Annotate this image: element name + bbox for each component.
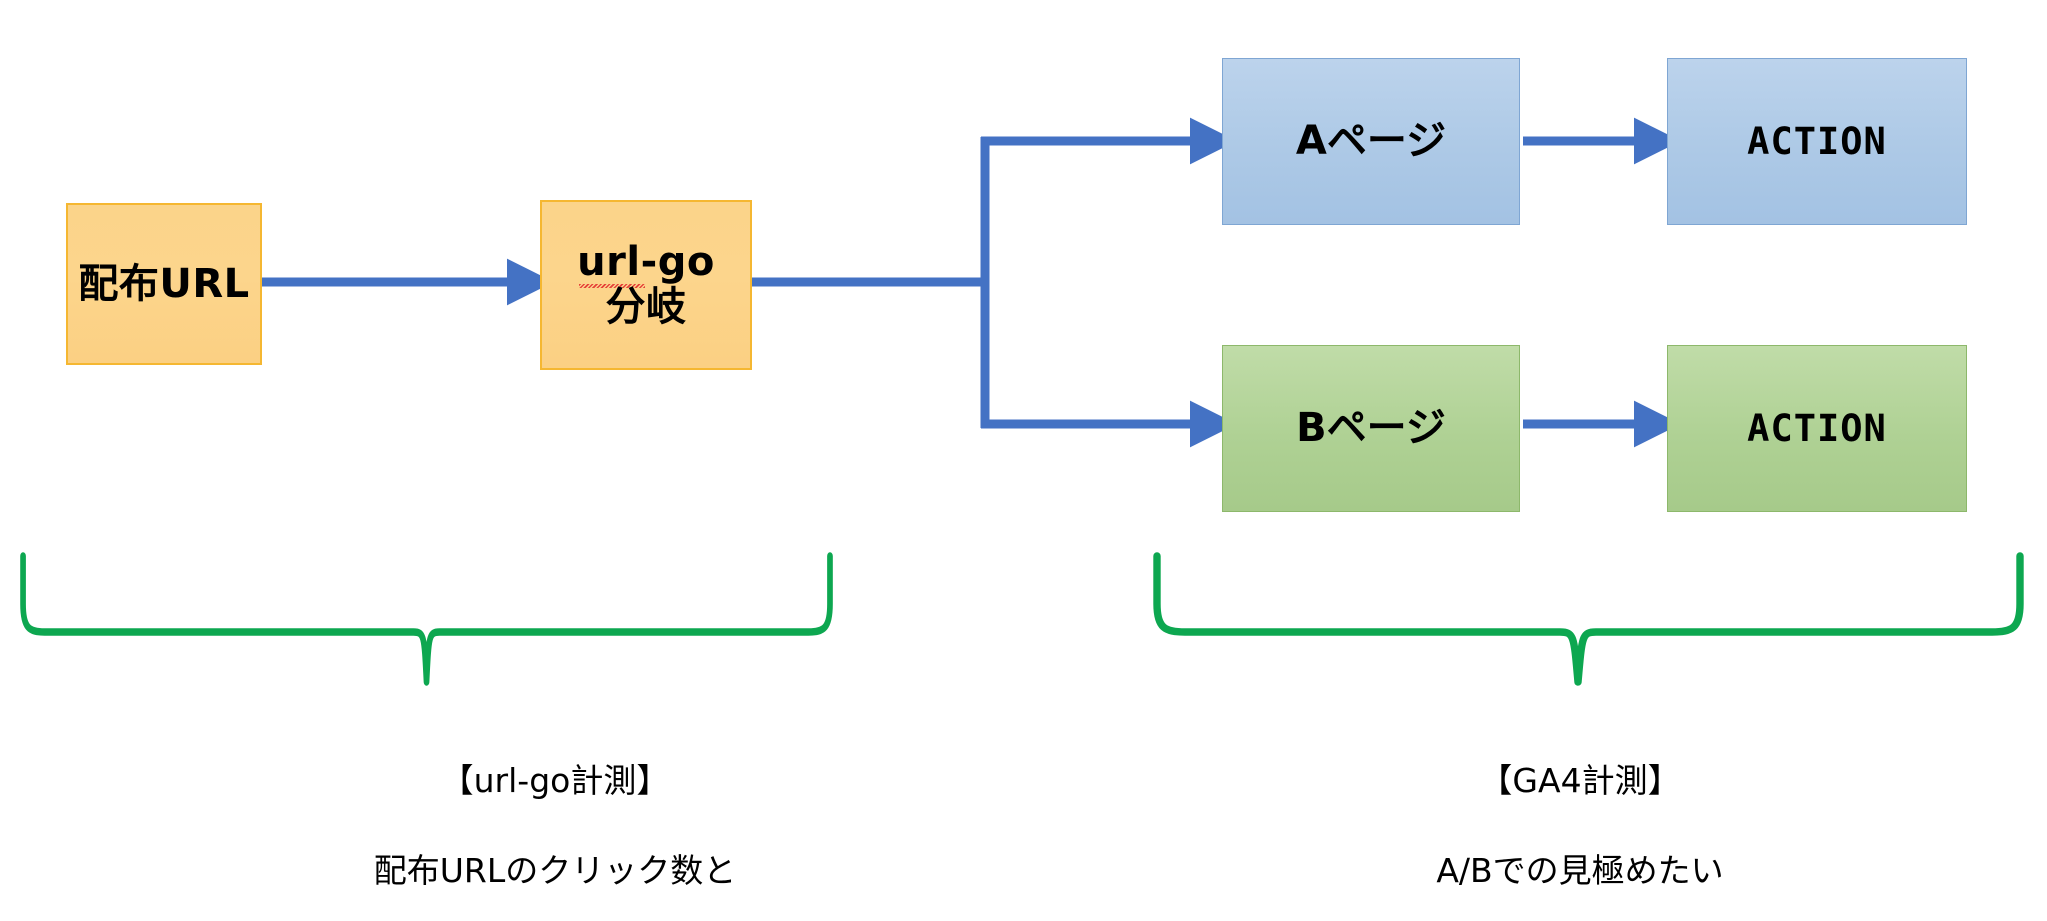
- caption-right-line2: A/Bでの見極めたい: [1436, 850, 1724, 890]
- node-action-b[interactable]: ACTION: [1667, 345, 1967, 512]
- caption-left: 【url-go計測】 配布URLのクリック数と A/BのHitsの確認: [155, 714, 955, 921]
- node-page-b-label: Bページ: [1296, 405, 1446, 452]
- caption-right: 【GA4計測】 A/Bでの見極めたい ユーザーのActionを精査: [1180, 714, 1980, 921]
- node-distribution-url-label: 配布URL: [78, 260, 250, 307]
- node-url-go-split-label-line2: 分岐: [605, 284, 687, 330]
- brace-left-icon: [20, 552, 833, 686]
- node-url-go-split-label-line1: url-go: [577, 240, 715, 288]
- spellcheck-squiggle-icon: [579, 284, 646, 288]
- node-action-a-label: ACTION: [1747, 119, 1887, 163]
- caption-left-heading: 【url-go計測】: [440, 760, 670, 800]
- node-action-a[interactable]: ACTION: [1667, 58, 1967, 225]
- caption-left-line2: 配布URLのクリック数と: [373, 850, 737, 890]
- node-distribution-url[interactable]: 配布URL: [66, 203, 262, 365]
- brace-right-icon: [1153, 552, 2024, 686]
- node-page-a-label: Aページ: [1295, 118, 1447, 165]
- node-page-b[interactable]: Bページ: [1222, 345, 1520, 512]
- node-url-go-split[interactable]: url-go 分岐: [540, 200, 752, 370]
- node-action-b-label: ACTION: [1747, 406, 1887, 450]
- caption-right-heading: 【GA4計測】: [1479, 760, 1681, 800]
- node-page-a[interactable]: Aページ: [1222, 58, 1520, 225]
